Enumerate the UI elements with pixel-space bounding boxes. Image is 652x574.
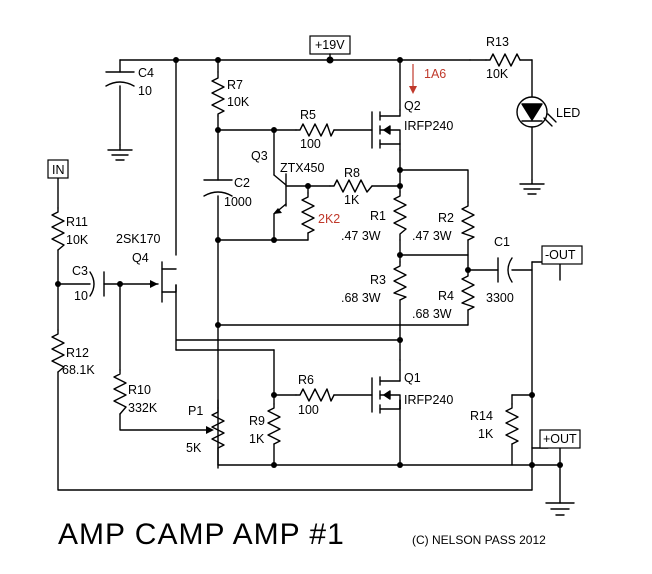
r8-value: 1K xyxy=(344,193,360,207)
resistor-2k2 xyxy=(301,192,315,234)
r6-value: 100 xyxy=(298,403,319,417)
resistor-r11 xyxy=(51,207,65,251)
resistor-r5 xyxy=(295,123,335,137)
r6-name: R6 xyxy=(298,373,314,387)
out-minus-label: -OUT xyxy=(545,248,576,262)
resistor-r7 xyxy=(211,71,225,117)
r10-value: 332K xyxy=(128,401,158,415)
copyright-text: (C) NELSON PASS 2012 xyxy=(412,533,546,547)
r4-name: R4 xyxy=(438,289,454,303)
q1-name: Q1 xyxy=(404,371,421,385)
p1-value: 5K xyxy=(186,441,202,455)
q2-name: Q2 xyxy=(404,99,421,113)
r13-value: 10K xyxy=(486,67,509,81)
r13-name: R13 xyxy=(486,35,509,49)
r14-value: 1K xyxy=(478,427,494,441)
input-label: IN xyxy=(52,163,65,177)
q3-value: ZTX450 xyxy=(280,161,325,175)
c2-name: C2 xyxy=(234,176,250,190)
r5-name: R5 xyxy=(300,108,316,122)
r5-value: 100 xyxy=(300,137,321,151)
r4-value: .68 3W xyxy=(412,307,452,321)
resistor-r1 xyxy=(393,191,407,241)
capacitor-c1 xyxy=(497,257,513,283)
r3-value: .68 3W xyxy=(341,291,381,305)
port-out-minus xyxy=(541,245,583,265)
r11-name: R11 xyxy=(66,215,88,229)
c4-name: C4 xyxy=(138,66,154,80)
led-symbol xyxy=(516,96,557,195)
resistor-r8 xyxy=(329,179,373,193)
resistor-r14 xyxy=(505,403,519,445)
current-label: 1A6 xyxy=(424,67,446,81)
out-plus-label: +OUT xyxy=(543,432,577,446)
c3-value: 10 xyxy=(74,289,88,303)
r12-value: 68.1K xyxy=(62,363,95,377)
r10-name: R10 xyxy=(128,383,151,397)
c4-value: 10 xyxy=(138,84,152,98)
resistor-r4 xyxy=(461,269,475,311)
schematic-title: AMP CAMP AMP #1 xyxy=(58,518,345,551)
r3-name: R3 xyxy=(370,273,386,287)
resistor-r9 xyxy=(267,403,281,445)
port-supply xyxy=(309,35,351,61)
r14-name: R14 xyxy=(470,409,493,423)
r7-name: R7 xyxy=(227,78,243,92)
r1-name: R1 xyxy=(370,209,386,223)
supply-label: +19V xyxy=(315,38,345,52)
resistor-r10 xyxy=(113,369,127,415)
c1-name: C1 xyxy=(494,235,510,249)
q1-value: IRFP240 xyxy=(404,393,453,407)
capacitor-c2 xyxy=(203,179,233,197)
mosfet-q1 xyxy=(371,359,401,414)
resistor-r12 xyxy=(51,329,65,373)
capacitor-c4 xyxy=(105,71,135,161)
port-out-plus xyxy=(539,429,581,449)
r12-name: R12 xyxy=(66,346,89,360)
mosfet-q2 xyxy=(371,109,401,151)
q4-name: Q4 xyxy=(132,251,149,265)
potentiometer-p1 xyxy=(206,407,225,449)
r1-value: .47 3W xyxy=(341,229,381,243)
p1-name: P1 xyxy=(188,404,203,418)
c2-value: 1000 xyxy=(224,195,252,209)
c3-name: C3 xyxy=(72,264,88,278)
capacitor-c3 xyxy=(89,271,105,297)
port-input xyxy=(47,159,69,179)
r-2k2-value: 2K2 xyxy=(318,212,340,226)
r9-name: R9 xyxy=(249,414,265,428)
jfet-q4 xyxy=(150,280,158,288)
led-label: LED xyxy=(556,106,580,120)
current-arrow xyxy=(409,64,417,94)
ground-symbol xyxy=(545,502,575,516)
resistor-r13 xyxy=(485,53,521,67)
resistor-r2 xyxy=(461,201,475,241)
r7-value: 10K xyxy=(227,95,250,109)
r2-value: .47 3W xyxy=(412,229,452,243)
bjt-q3 xyxy=(273,173,287,214)
resistor-r6 xyxy=(295,388,335,402)
r9-value: 1K xyxy=(249,432,265,446)
r2-name: R2 xyxy=(438,211,454,225)
junction-dots xyxy=(55,56,563,468)
q2-value: IRFP240 xyxy=(404,119,453,133)
q3-name: Q3 xyxy=(251,149,268,163)
r11-value: 10K xyxy=(66,233,89,247)
c1-value: 3300 xyxy=(486,291,514,305)
r8-name: R8 xyxy=(344,166,360,180)
q4-value: 2SK170 xyxy=(116,232,161,246)
resistor-r3 xyxy=(393,261,407,301)
